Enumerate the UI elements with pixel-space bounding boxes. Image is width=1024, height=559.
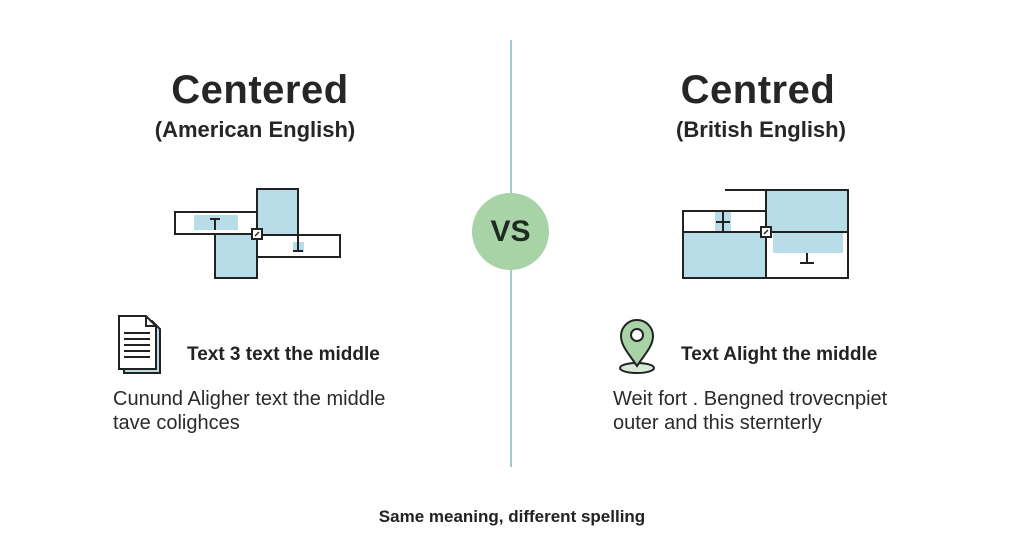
- right-description: Weit fort . Bengned trovecnpiet outer an…: [613, 387, 887, 435]
- centred-alignment-diagram: [682, 189, 849, 279]
- vs-label: VS: [490, 214, 531, 248]
- right-description-line2: outer and this sternterly: [613, 412, 822, 434]
- right-subtitle: (British English): [676, 117, 846, 142]
- left-description-line1: Cunund Aligher text the middle: [113, 388, 386, 410]
- left-description: Cunund Aligher text the middle tave coli…: [113, 387, 385, 435]
- centered-alignment-diagram: [174, 188, 341, 279]
- left-feature-label: Text 3 text the middle: [187, 344, 380, 365]
- right-title: Centred: [680, 68, 836, 112]
- footer-caption: Same meaning, different spelling: [378, 507, 646, 526]
- vs-badge: VS: [472, 193, 549, 270]
- left-description-line2: tave colighces: [113, 412, 240, 434]
- right-description-line1: Weit fort . Bengned trovecnpiet: [613, 388, 888, 410]
- map-pin-icon: [615, 316, 659, 381]
- right-feature-label: Text Alight the middle: [681, 344, 878, 365]
- document-icon: [116, 313, 164, 380]
- left-title: Centered: [171, 68, 349, 112]
- left-subtitle: (American English): [154, 117, 356, 142]
